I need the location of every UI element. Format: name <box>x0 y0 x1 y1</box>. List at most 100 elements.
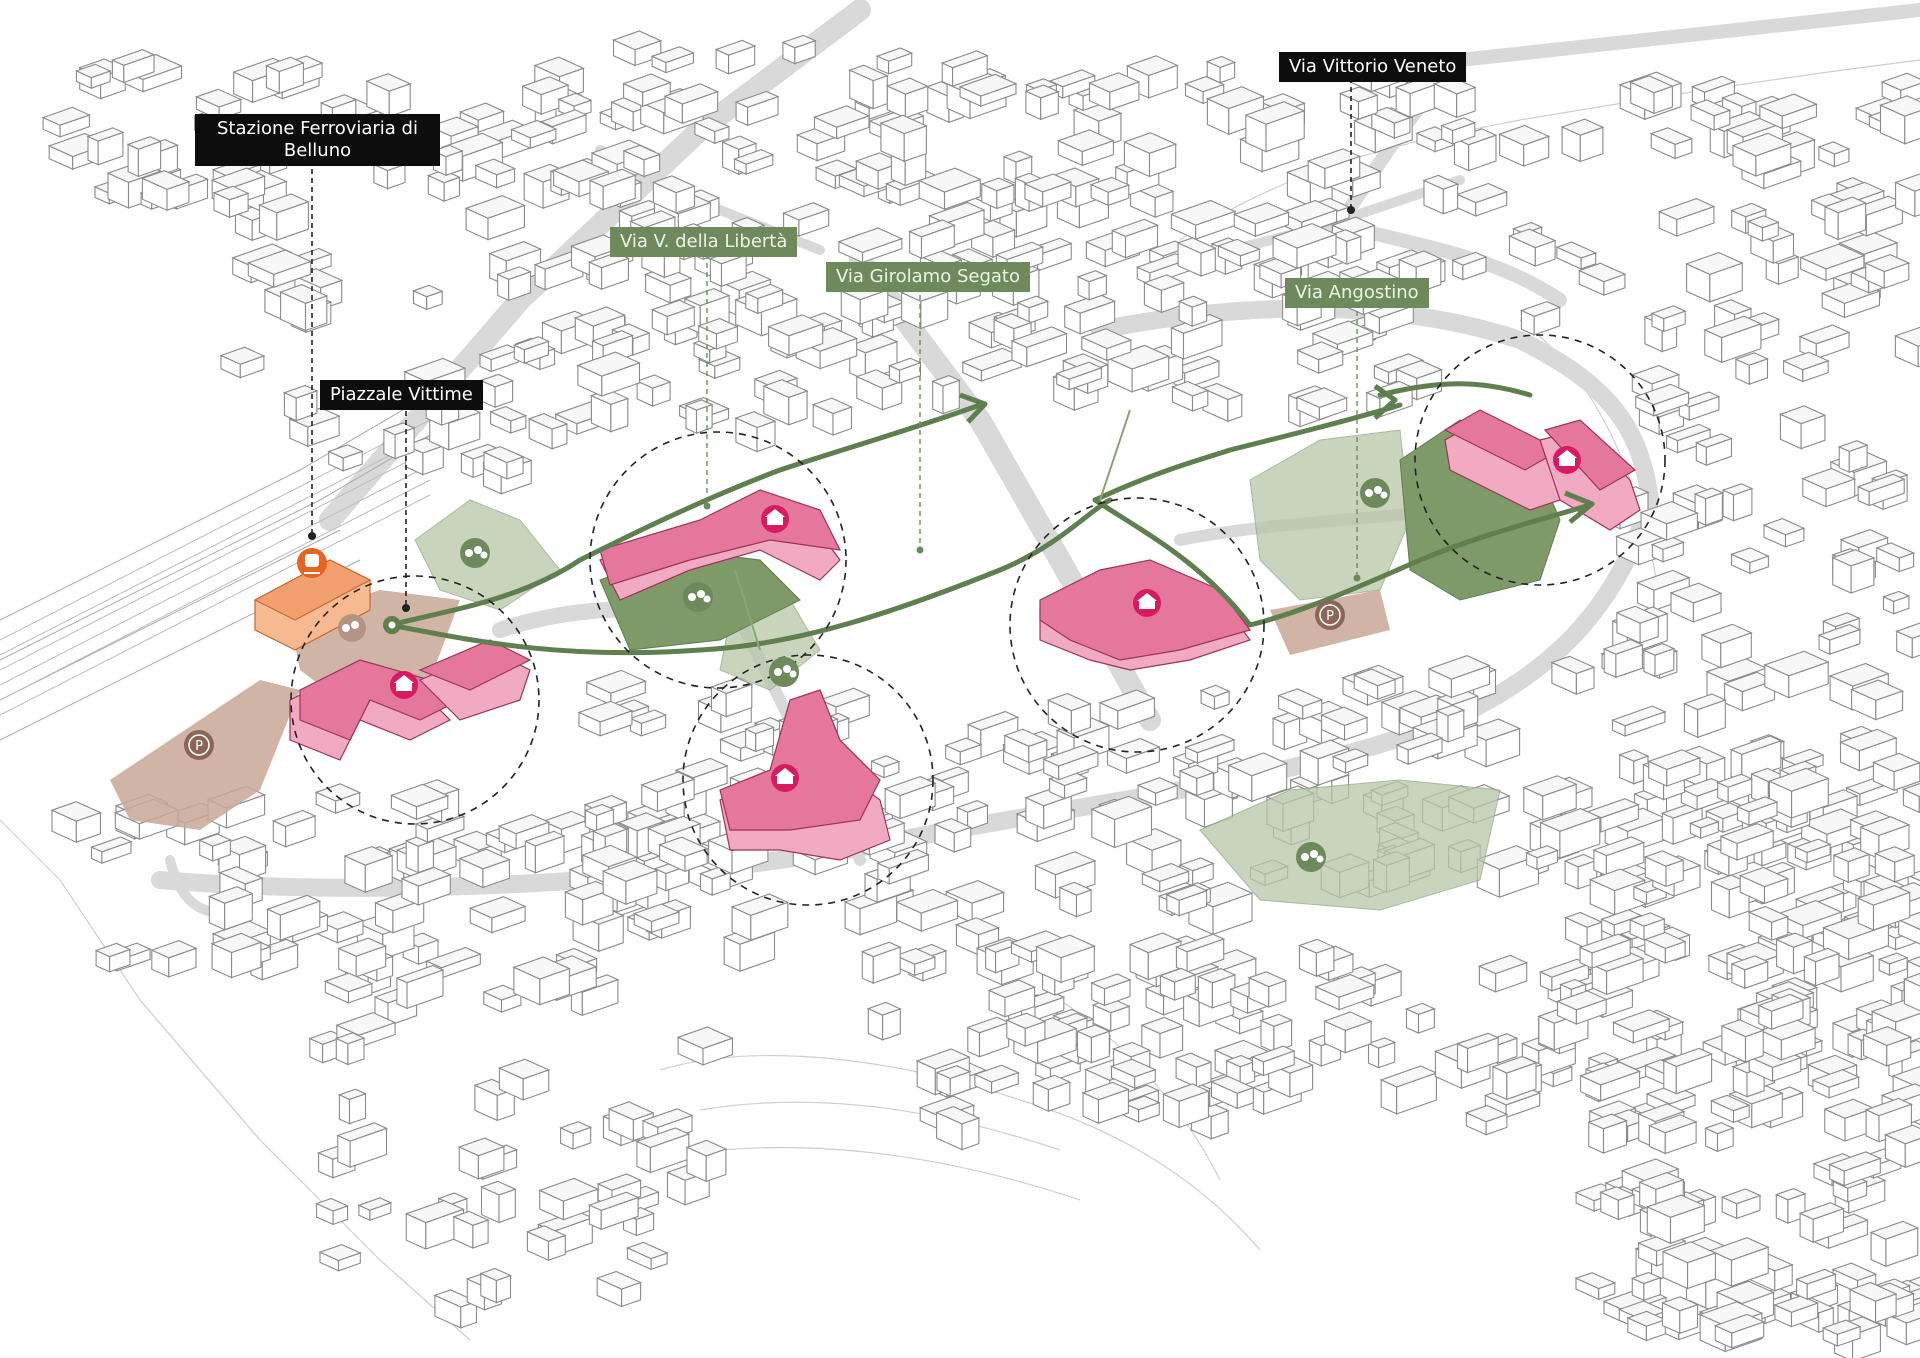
background-building <box>1730 202 1768 218</box>
background-building <box>1002 150 1034 163</box>
background-building <box>944 880 1006 904</box>
background-building <box>585 669 647 694</box>
background-building <box>883 776 937 797</box>
background-building <box>1729 735 1783 755</box>
background-building <box>1205 55 1237 68</box>
background-building <box>319 94 358 109</box>
background-building <box>781 34 817 49</box>
background-building <box>1897 911 1920 930</box>
background-building <box>1106 737 1161 760</box>
route-origin <box>383 616 401 634</box>
highlighted-buildings <box>289 409 1641 861</box>
background-building <box>1010 326 1068 348</box>
background-building <box>1720 1188 1762 1205</box>
parking-icon: P <box>184 730 214 760</box>
background-building <box>1034 851 1097 876</box>
background-building <box>479 1267 512 1282</box>
background-building <box>1184 76 1226 93</box>
background-building <box>1394 360 1443 379</box>
background-building <box>1669 582 1723 604</box>
background-building <box>917 167 982 193</box>
background-building <box>1850 679 1905 701</box>
background-building <box>457 1137 506 1157</box>
background-building <box>552 159 610 183</box>
background-building <box>464 195 526 219</box>
background-building <box>523 830 566 847</box>
background-building <box>1904 1138 1920 1169</box>
background-building <box>314 783 362 802</box>
background-building <box>1689 99 1732 117</box>
background-building <box>1298 938 1336 954</box>
background-building <box>1588 1100 1637 1120</box>
background-building <box>733 149 775 165</box>
background-building <box>1721 483 1754 496</box>
background-building <box>1862 1026 1913 1046</box>
background-building <box>559 1121 593 1135</box>
background-building <box>1232 202 1290 225</box>
background-building <box>1730 955 1770 971</box>
background-building <box>1395 732 1444 751</box>
school-building-icon <box>771 764 799 792</box>
background-building <box>1869 1220 1920 1240</box>
background-building <box>557 92 593 107</box>
background-building <box>628 709 668 724</box>
background-building <box>512 336 550 351</box>
trees-icon <box>1360 478 1390 508</box>
background-building <box>1677 391 1721 408</box>
background-building <box>1205 86 1265 110</box>
background-building <box>1199 684 1231 698</box>
background-building <box>1508 228 1557 249</box>
background-building <box>336 1122 388 1142</box>
background-building <box>640 771 696 793</box>
background-building <box>762 379 809 398</box>
background-building <box>1906 956 1920 968</box>
background-building <box>935 1065 972 1080</box>
background-building <box>207 886 254 904</box>
background-building <box>1522 775 1578 797</box>
background-building <box>848 334 899 354</box>
background-building <box>933 818 973 834</box>
background-building <box>1331 748 1370 763</box>
background-building <box>1405 1002 1436 1015</box>
background-building <box>860 941 902 958</box>
background-building <box>915 1048 971 1070</box>
route-arrows <box>959 383 1595 524</box>
background-building <box>1177 295 1209 308</box>
background-building <box>1611 705 1667 727</box>
background-building <box>1556 990 1608 1011</box>
background-building <box>1793 838 1832 853</box>
background-building <box>635 374 672 389</box>
background-building <box>931 375 961 387</box>
background-building <box>632 903 681 923</box>
background-building <box>210 167 267 189</box>
background-building <box>1216 238 1261 257</box>
background-building <box>596 1173 643 1191</box>
background-building <box>1178 857 1215 872</box>
svg-text:P: P <box>1326 609 1334 624</box>
background-building <box>1873 846 1916 863</box>
background-building <box>866 1001 902 1016</box>
background-building <box>538 1177 600 1202</box>
background-building <box>1795 1268 1837 1285</box>
background-building <box>587 1191 640 1211</box>
background-building <box>1630 1271 1662 1285</box>
background-building <box>1690 75 1736 93</box>
background-building <box>1838 231 1899 255</box>
background-building <box>1031 1074 1072 1091</box>
background-building <box>1859 816 1911 836</box>
background-building <box>323 972 374 993</box>
background-building <box>1719 823 1775 845</box>
background-building <box>870 755 901 768</box>
background-building <box>685 1139 728 1157</box>
background-building <box>474 158 517 176</box>
background-building <box>932 380 944 415</box>
background-building <box>431 144 464 158</box>
background-building <box>955 800 989 813</box>
background-building <box>246 249 313 275</box>
background-building <box>271 809 317 827</box>
background-building <box>714 39 757 56</box>
background-building <box>1839 728 1898 752</box>
background-building <box>1828 662 1890 687</box>
background-building <box>1588 868 1647 892</box>
